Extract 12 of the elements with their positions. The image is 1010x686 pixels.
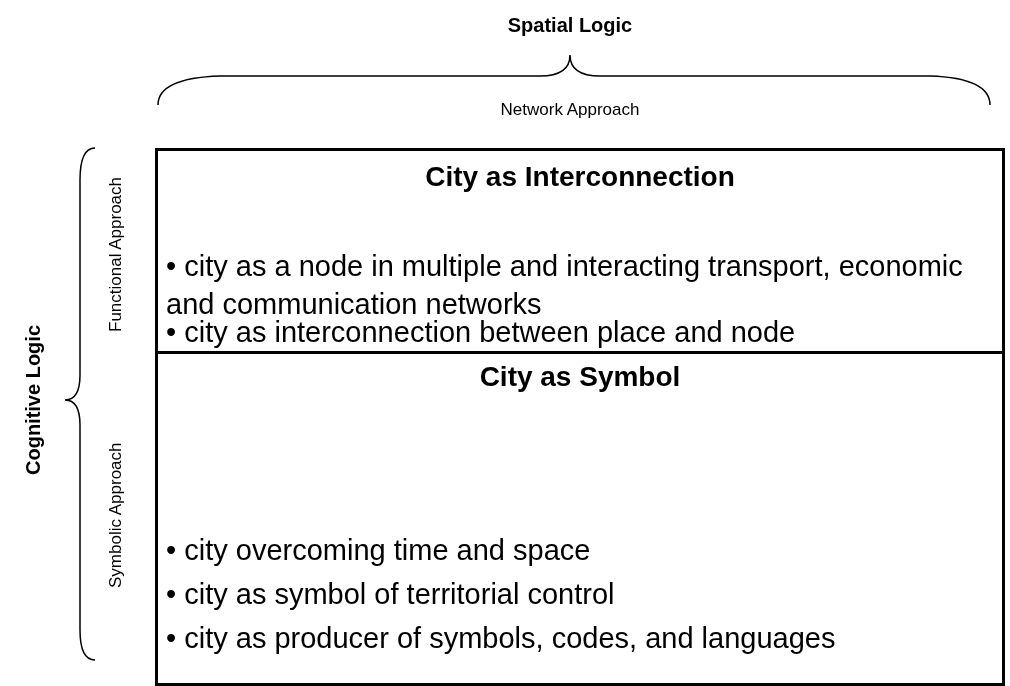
- brace-label: Symbolic Approach: [106, 441, 126, 590]
- table-cell: [155, 148, 1005, 354]
- axis-title: Cognitive Logic: [22, 324, 45, 477]
- bullet-item: • city overcoming time and space: [166, 533, 592, 568]
- table-cell: [155, 352, 1005, 686]
- bullet-item: • city as symbol of territorial control: [166, 577, 616, 612]
- bullet-item: • city as producer of symbols, codes, and languages: [166, 621, 837, 656]
- cell-heading: City as Interconnection: [424, 161, 736, 193]
- axis-title: Spatial Logic: [506, 14, 634, 37]
- cell-heading: City as Symbol: [478, 361, 682, 393]
- brace-label: Network Approach: [499, 100, 641, 120]
- brace-label: Functional Approach: [106, 176, 126, 335]
